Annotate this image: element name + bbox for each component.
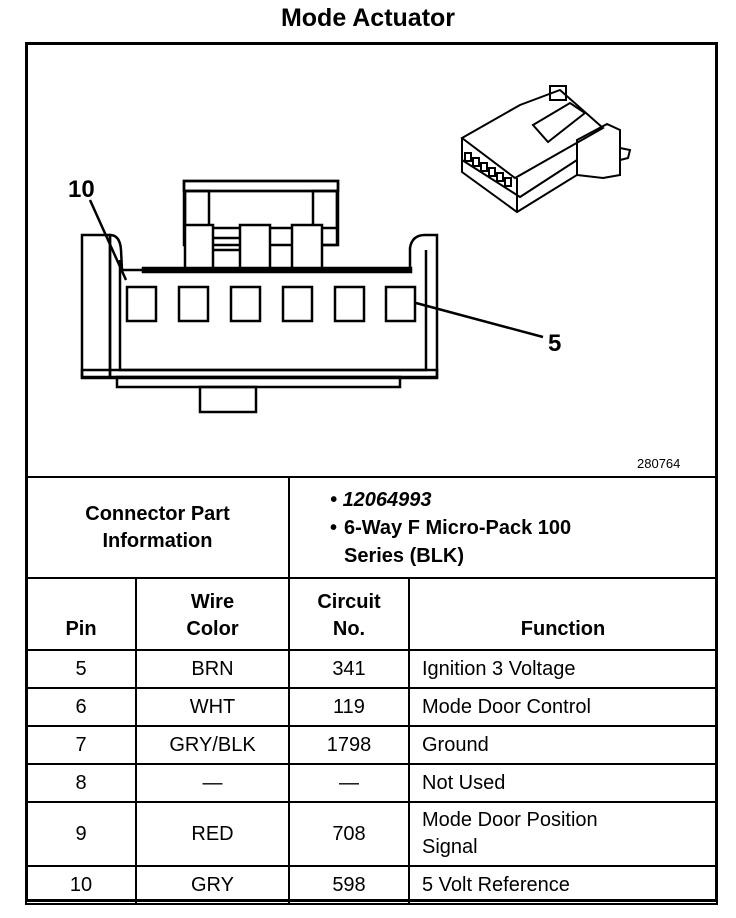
- connector-type-text: 6-Way F Micro-Pack 100 Series (BLK): [344, 516, 572, 567]
- wire-color: GRY: [135, 865, 290, 905]
- pin: 7: [25, 725, 137, 765]
- pin: 5: [25, 649, 137, 689]
- connector-type: •6-Way F Micro-Pack 100 Series (BLK): [330, 514, 706, 570]
- part-number-text: 12064993: [342, 488, 432, 511]
- table-header: Pin Wire Color Circuit No. Function: [25, 577, 718, 651]
- wire-color: —: [135, 763, 290, 803]
- circuit: 341: [288, 649, 410, 689]
- pin-cavities: [125, 285, 417, 323]
- iso-pin-cavities: [464, 152, 512, 187]
- figure-number: 280764: [637, 456, 681, 471]
- pin-10-leader: [88, 199, 128, 281]
- function: Not Used: [408, 763, 718, 803]
- connector-table: Connector Part Information • 12064993 •6…: [25, 476, 718, 905]
- connector-diagram: 10 5: [68, 85, 632, 414]
- wire-color: BRN: [135, 649, 290, 689]
- pin: 6: [25, 687, 137, 727]
- pin-label-5: 5: [548, 330, 561, 357]
- wire-color: GRY/BLK: [135, 725, 290, 765]
- wire-color: WHT: [135, 687, 290, 727]
- connector-info-row: Connector Part Information • 12064993 •6…: [25, 476, 718, 579]
- circuit: 1798: [288, 725, 410, 765]
- circuit: —: [288, 763, 410, 803]
- function: Ignition 3 Voltage: [408, 649, 718, 689]
- pin-5-leader: [415, 301, 544, 339]
- circuit: 598: [288, 865, 410, 905]
- pin-label-10: 10: [68, 176, 95, 203]
- connector-face-drawing: [80, 179, 439, 414]
- function: Ground: [408, 725, 718, 765]
- wire-color: RED: [135, 801, 290, 867]
- connector-info-values: • 12064993 •6-Way F Micro-Pack 100 Serie…: [288, 476, 718, 579]
- header-circuit: Circuit No.: [288, 577, 410, 651]
- connector-info-label: Connector Part Information: [25, 476, 290, 579]
- circuit: 119: [288, 687, 410, 727]
- function: Mode Door Position Signal: [408, 801, 718, 867]
- table-row: 8——Not Used: [25, 763, 718, 803]
- pin: 9: [25, 801, 137, 867]
- pin: 8: [25, 763, 137, 803]
- connector-isometric-drawing: [460, 85, 632, 214]
- header-pin: Pin: [25, 577, 137, 651]
- header-function: Function: [408, 577, 718, 651]
- page-title: Mode Actuator: [280, 4, 456, 32]
- pin: 10: [25, 865, 137, 905]
- function: Mode Door Control: [408, 687, 718, 727]
- header-wire-color: Wire Color: [135, 577, 290, 651]
- circuit: 708: [288, 801, 410, 867]
- function: 5 Volt Reference: [408, 865, 718, 905]
- part-number: • 12064993: [330, 488, 432, 511]
